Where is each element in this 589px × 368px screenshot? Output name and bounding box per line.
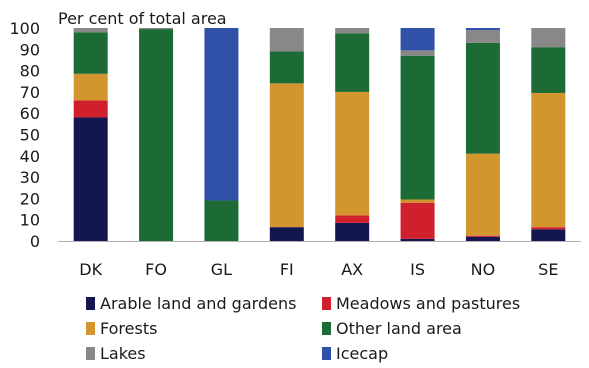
bar-segment xyxy=(531,227,566,230)
bar-segment xyxy=(531,47,566,93)
bar-segment xyxy=(139,28,174,30)
y-tick-label: 80 xyxy=(20,62,40,81)
legend-label: Other land area xyxy=(336,319,462,338)
bar-segment xyxy=(335,215,370,223)
y-tick-label: 0 xyxy=(30,232,40,251)
bar-segment xyxy=(465,30,500,43)
bar-segment xyxy=(531,28,566,48)
bar-segment xyxy=(73,117,108,241)
bar-segment xyxy=(269,227,304,241)
bars xyxy=(73,28,566,241)
bar-segment xyxy=(204,200,239,241)
legend: Arable land and gardens Meadows and pastu… xyxy=(86,294,520,363)
x-ticks: DK FO GL FI AX IS NO SE xyxy=(79,260,558,279)
bar-segment xyxy=(335,28,370,34)
bar-segment xyxy=(335,33,370,92)
bar-segment xyxy=(400,55,435,200)
y-tick-label: 50 xyxy=(20,126,40,145)
legend-swatch xyxy=(322,347,331,360)
bar-segment xyxy=(400,50,435,56)
x-tick-label: NO xyxy=(471,260,496,279)
bar-segment xyxy=(400,238,435,241)
x-tick-label: DK xyxy=(79,260,102,279)
y-ticks: 0 10 20 30 40 50 60 70 80 90 100 xyxy=(9,19,40,251)
bar-segment xyxy=(269,51,304,84)
bar-segment xyxy=(465,236,500,241)
x-tick-label: SE xyxy=(538,260,558,279)
y-tick-label: 40 xyxy=(20,147,40,166)
x-tick-label: GL xyxy=(211,260,232,279)
bar-segment xyxy=(73,73,108,101)
y-axis-title: Per cent of total area xyxy=(58,9,227,28)
bar-segment xyxy=(531,92,566,228)
y-tick-label: 100 xyxy=(9,19,40,38)
legend-swatch xyxy=(86,297,95,310)
legend-label: Arable land and gardens xyxy=(100,294,296,313)
x-tick-label: AX xyxy=(341,260,363,279)
bar-segment xyxy=(465,235,500,237)
bar-segment xyxy=(465,28,500,31)
legend-swatch xyxy=(322,322,331,335)
y-tick-label: 90 xyxy=(20,40,40,59)
bar-segment xyxy=(531,229,566,241)
bar-segment xyxy=(269,28,304,52)
y-tick-label: 60 xyxy=(20,104,40,123)
x-tick-label: FI xyxy=(280,260,294,279)
legend-label: Icecap xyxy=(336,344,388,363)
legend-swatch xyxy=(86,347,95,360)
bar-segment xyxy=(465,42,500,154)
bar-segment xyxy=(139,29,174,241)
legend-swatch xyxy=(86,322,95,335)
bar-segment xyxy=(73,100,108,118)
y-tick-label: 20 xyxy=(20,189,40,208)
legend-label: Lakes xyxy=(100,344,146,363)
x-tick-label: IS xyxy=(410,260,425,279)
bar-segment xyxy=(335,222,370,241)
bar-segment xyxy=(204,28,239,201)
y-tick-label: 70 xyxy=(20,83,40,102)
y-tick-label: 30 xyxy=(20,168,40,187)
bar-segment xyxy=(335,91,370,216)
bar-segment xyxy=(400,202,435,239)
legend-label: Meadows and pastures xyxy=(336,294,520,313)
legend-swatch xyxy=(322,297,331,310)
y-tick-label: 10 xyxy=(20,211,40,230)
bar-segment xyxy=(400,28,435,51)
bar-segment xyxy=(269,83,304,228)
bar-segment xyxy=(400,199,435,203)
bar-segment xyxy=(465,153,500,236)
legend-label: Forests xyxy=(100,319,157,338)
bar-segment xyxy=(73,32,108,74)
x-tick-label: FO xyxy=(145,260,167,279)
bar-segment xyxy=(73,28,108,33)
